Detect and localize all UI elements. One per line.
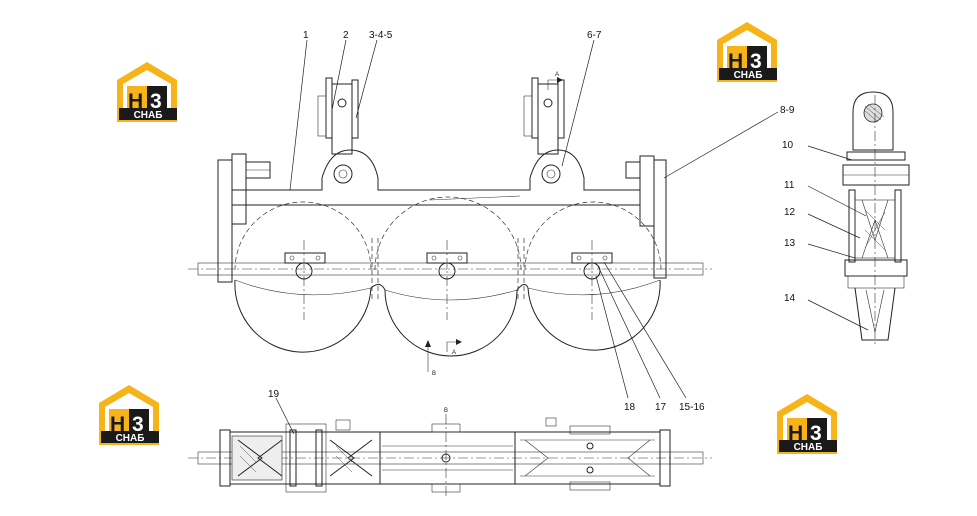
- callout-18: 18: [624, 402, 636, 413]
- section-mark-b-plan: B: [444, 408, 448, 414]
- section-mark-a-bottom: A: [452, 350, 456, 356]
- callout-15-16: 15-16: [679, 402, 705, 413]
- callout-13: 13: [784, 238, 796, 249]
- callout-1: 1: [303, 30, 309, 41]
- section-mark-b-bottom: B: [432, 371, 436, 377]
- callout-11: 11: [784, 180, 795, 191]
- logo-letter-h: H: [110, 413, 125, 436]
- logo-letter-3: 3: [750, 50, 762, 73]
- logo-letter-3: 3: [150, 90, 162, 113]
- logo-word: СНАБ: [794, 442, 823, 453]
- logo-letter-h: H: [788, 422, 803, 445]
- callout-10: 10: [782, 140, 794, 151]
- logo-letter-3: 3: [132, 413, 144, 436]
- front-view: A A B: [188, 72, 712, 377]
- callout-3-4-5: 3-4-5: [369, 30, 393, 41]
- callout-12: 12: [784, 207, 796, 218]
- logo-bottom-left: H 3 СНАБ: [99, 385, 159, 445]
- logo-top-right: H 3 СНАБ: [717, 22, 777, 82]
- logo-letter-3: 3: [810, 422, 822, 445]
- callout-6-7: 6-7: [587, 30, 602, 41]
- side-view: [842, 91, 910, 345]
- section-mark-a-top: A: [555, 72, 559, 78]
- plan-view: B: [188, 408, 712, 496]
- callout-19: 19: [268, 389, 280, 400]
- logo-word: СНАБ: [734, 70, 763, 81]
- leader-lines: [275, 39, 869, 435]
- logo-word: СНАБ: [134, 110, 163, 121]
- callout-2: 2: [343, 30, 349, 41]
- logo-top-left: H 3 СНАБ: [117, 62, 177, 122]
- logo-letter-h: H: [728, 50, 743, 73]
- callout-8-9: 8-9: [780, 105, 795, 116]
- logo-letter-h: H: [128, 90, 143, 113]
- callout-17: 17: [655, 402, 667, 413]
- callouts: 1 2 3-4-5 6-7 8-9 10 11 12 13 14 18 17 1…: [268, 30, 796, 413]
- callout-14: 14: [784, 293, 796, 304]
- logo-bottom-right: H 3 СНАБ: [777, 394, 837, 454]
- logo-word: СНАБ: [116, 433, 145, 444]
